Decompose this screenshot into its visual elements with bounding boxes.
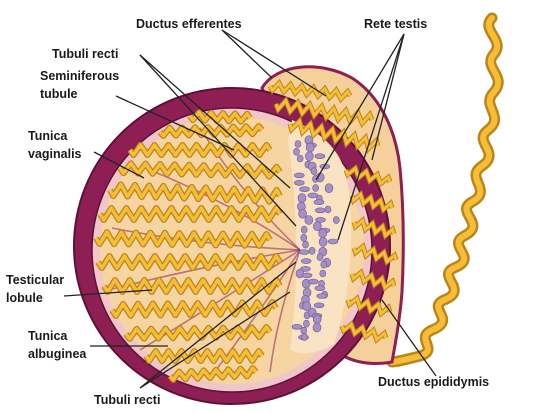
rete-testis-channel bbox=[317, 254, 323, 261]
label-testicular-lobule-line1: Testicular bbox=[6, 273, 64, 287]
rete-testis-channel bbox=[309, 247, 315, 254]
rete-testis-channel bbox=[306, 143, 314, 152]
rete-testis-channel bbox=[294, 148, 300, 155]
rete-testis-channel bbox=[333, 217, 339, 224]
rete-testis-channel bbox=[325, 184, 333, 193]
label-tunica-albuginea-line1: Tunica bbox=[28, 329, 68, 343]
rete-testis-channel bbox=[305, 216, 313, 225]
rete-testis-channel bbox=[297, 155, 303, 162]
rete-testis-channel bbox=[303, 241, 309, 248]
rete-testis-channel bbox=[314, 200, 324, 205]
rete-testis-channel bbox=[308, 279, 318, 284]
rete-testis-channel bbox=[311, 168, 317, 175]
label-tunica-albuginea-line2: albuginea bbox=[28, 347, 87, 361]
rete-testis-channel bbox=[299, 209, 307, 218]
rete-testis-channel bbox=[303, 320, 309, 327]
rete-testis-channel bbox=[325, 206, 331, 213]
rete-testis-channel bbox=[314, 303, 324, 308]
rete-testis-channel bbox=[313, 185, 319, 192]
rete-testis-channel bbox=[302, 333, 308, 340]
label-tubuli-recti-top: Tubuli recti bbox=[52, 47, 118, 61]
label-ductus-efferentes: Ductus efferentes bbox=[136, 17, 242, 31]
label-tunica-vaginalis-line1: Tunica bbox=[28, 129, 68, 143]
label-seminiferous-line2: tubule bbox=[40, 87, 78, 101]
label-rete-testis: Rete testis bbox=[364, 17, 427, 31]
label-ductus-epididymis: Ductus epididymis bbox=[378, 375, 489, 389]
rete-testis-channel bbox=[313, 315, 321, 324]
rete-testis-channel bbox=[295, 141, 301, 148]
rete-testis-channel bbox=[299, 250, 309, 255]
rete-testis-channel bbox=[294, 173, 304, 178]
label-testicular-lobule-line2: lobule bbox=[6, 291, 43, 305]
rete-testis-channel bbox=[320, 270, 326, 277]
rete-testis-channel bbox=[313, 323, 321, 332]
rete-testis-channel bbox=[301, 226, 307, 233]
label-tubuli-recti-bottom: Tubuli recti bbox=[94, 393, 160, 407]
rete-testis-channel bbox=[292, 324, 302, 329]
rete-testis-channel bbox=[319, 237, 327, 246]
rete-testis-channel bbox=[298, 194, 306, 203]
rete-testis-channel bbox=[328, 239, 338, 244]
rete-testis-channel bbox=[305, 152, 313, 161]
rete-testis-channel bbox=[315, 208, 325, 213]
rete-testis-channel bbox=[301, 259, 311, 264]
rete-testis-channel bbox=[294, 180, 304, 185]
rete-testis-channel bbox=[319, 229, 327, 238]
label-tunica-vaginalis-line2: vaginalis bbox=[28, 147, 82, 161]
rete-testis-channel bbox=[315, 154, 325, 159]
rete-testis-channel bbox=[321, 261, 327, 268]
rete-testis-channel bbox=[300, 187, 310, 192]
leader-ductus-efferentes-1 bbox=[222, 30, 272, 78]
rete-testis-channel bbox=[317, 294, 327, 299]
rete-testis-channel bbox=[315, 286, 325, 291]
rete-testis-channel bbox=[302, 273, 312, 278]
rete-testis-channel bbox=[301, 234, 307, 241]
label-seminiferous-line1: Seminiferous bbox=[40, 69, 119, 83]
